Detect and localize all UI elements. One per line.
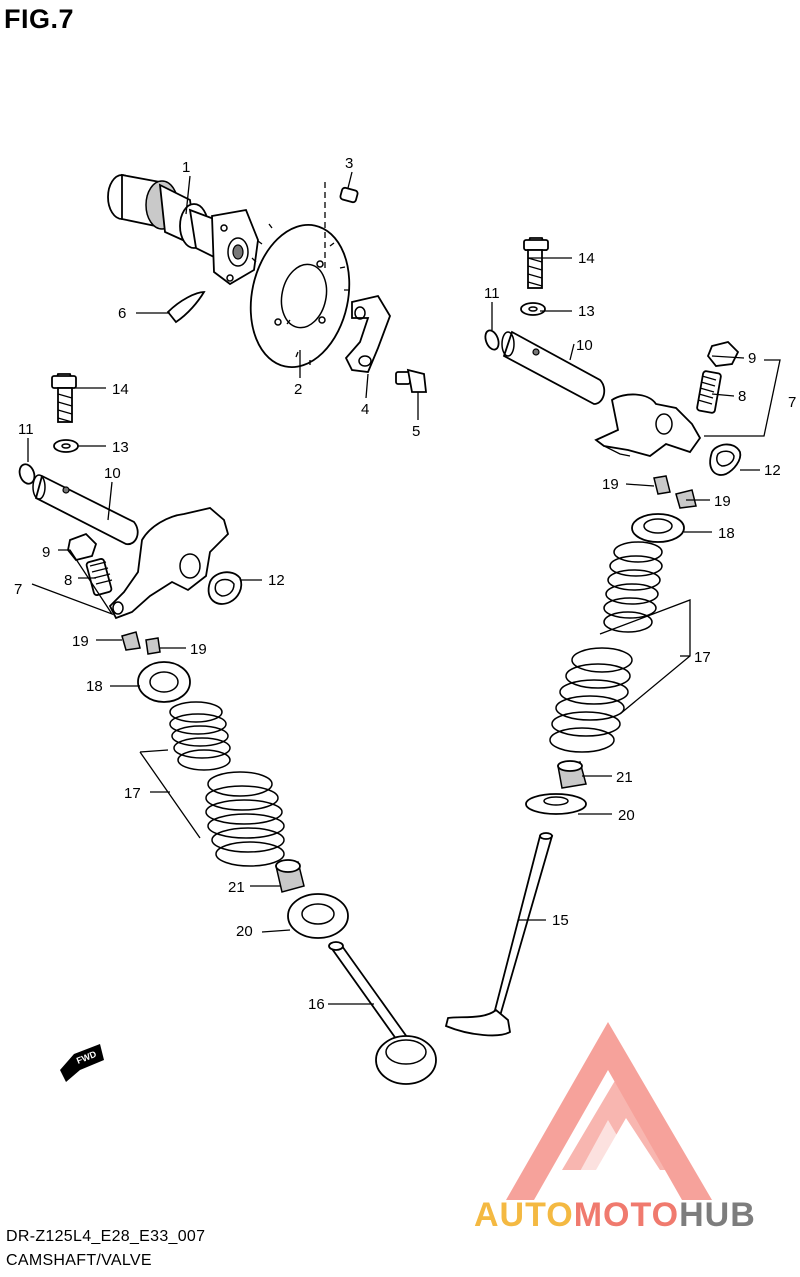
dowel-pin-part [324,182,359,268]
callout-13-right: 13 [578,303,595,320]
callout-15: 15 [552,912,569,929]
bolt-part [395,368,428,393]
callout-8-left: 8 [64,572,72,589]
camshaft-part [107,173,259,286]
callout-labels: 1 2 3 4 5 6 7 7 8 8 9 9 10 10 11 11 12 1… [14,155,796,1013]
brand-auto: AUTO [474,1196,574,1234]
callout-19-d: 19 [190,641,207,658]
callout-20-right: 20 [618,807,635,824]
callout-1: 1 [182,159,190,176]
callout-13-left: 13 [112,439,129,456]
callout-4: 4 [361,401,369,418]
callout-7-left: 7 [14,581,22,598]
callout-7-right: 7 [788,394,796,411]
callout-20-left: 20 [236,923,253,940]
callout-2: 2 [294,381,302,398]
callout-9-left: 9 [42,544,50,561]
figure-title: FIG.7 [4,4,75,34]
callout-9-right: 9 [748,350,756,367]
callout-21-right: 21 [616,769,633,786]
callout-21-left: 21 [228,879,245,896]
callout-16: 16 [308,996,325,1013]
watermark-brand: AUTOMOTOHUB [474,1196,756,1235]
callout-6: 6 [118,305,126,322]
callout-10-right: 10 [576,337,593,354]
callout-5: 5 [412,423,420,440]
right-rocker-assembly [444,237,742,1037]
fwd-arrow-icon: FWD [60,1044,104,1082]
callout-14-left: 14 [112,381,129,398]
callout-17-right: 17 [694,649,711,666]
callout-12-left: 12 [268,572,285,589]
callout-19-a: 19 [602,476,619,493]
left-rocker-assembly [18,373,437,1085]
callout-10-left: 10 [104,465,121,482]
callout-12-right: 12 [764,462,781,479]
callout-8-right: 8 [738,388,746,405]
callout-11-right: 11 [484,285,500,302]
callout-19-b: 19 [714,493,731,510]
callout-3: 3 [345,155,353,172]
callout-19-c: 19 [72,633,89,650]
brand-moto: MOTO [573,1196,680,1234]
brand-hub: HUB [679,1196,756,1234]
clip-part [166,291,206,324]
leader-lines [27,171,781,1005]
watermark-logo [506,1022,712,1200]
callout-11-left: 11 [18,421,34,438]
callout-17-left: 17 [124,785,141,802]
model-code: DR-Z125L4_E28_E33_007 [6,1228,206,1245]
section-name: CAMSHAFT/VALVE [6,1252,152,1269]
callout-14-right: 14 [578,250,595,267]
retainer-plate-part [344,294,391,373]
cam-sprocket-part [249,223,351,369]
callout-18-left: 18 [86,678,103,695]
callout-18-right: 18 [718,525,735,542]
